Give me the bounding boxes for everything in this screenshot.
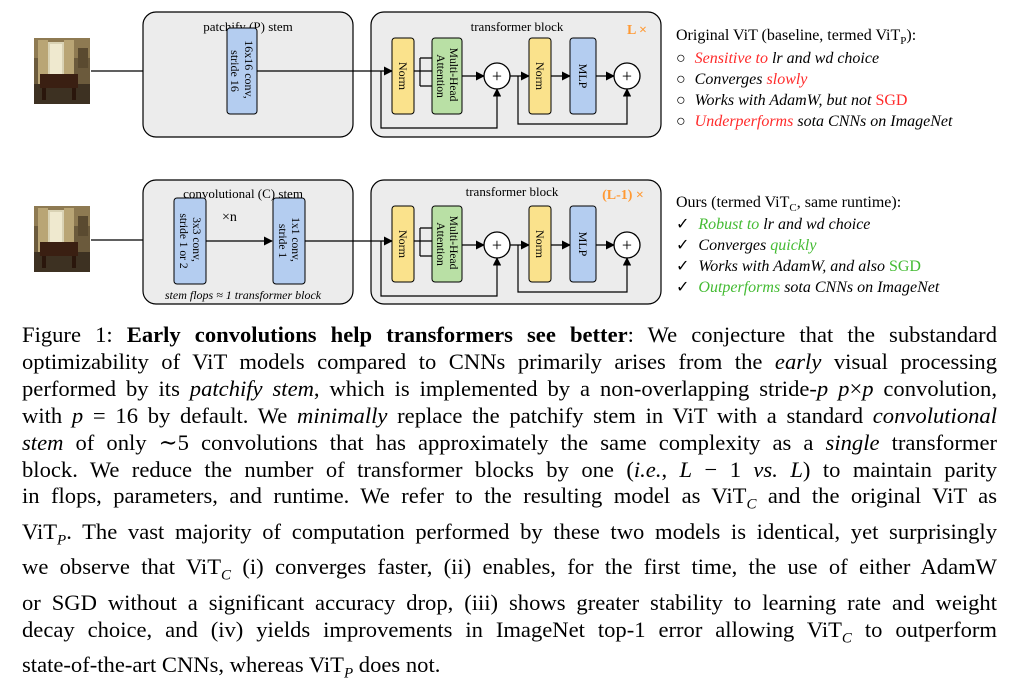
repeat-count-label: (L-1) × [602,188,644,203]
baseline-item-1: ○Sensitive to lr and wd choice [676,50,879,67]
caption-line: block. We reduce the number of transform… [22,456,997,482]
caption-bold-title: Early convolutions help transformers see… [126,322,628,347]
svg-text:+: + [492,235,502,255]
figure-caption: Figure 1: Early convolutions help transf… [22,322,997,687]
stem-flops-note: stem flops ≈ 1 transformer block [165,288,322,302]
norm-block-2 [528,205,552,283]
caption-line: stem of only ∼5 convolutions that has ap… [22,429,997,455]
ours-item-3: ✓Works with AdamW, and also SGD [676,258,921,275]
conv-stem-title: convolutional (C) stem [183,186,303,201]
svg-text:+: + [622,235,632,255]
mhsa-block [431,205,463,283]
patchify-conv-label: 16x16 conv, stride 16 [228,40,256,102]
conv3x3-label: 3x3 conv, stride 1 or 2 [177,213,202,269]
top-row: patchify (P) stem 16x16 conv, stride 16 … [34,11,953,138]
caption-label: Figure 1: [22,322,127,347]
architecture-figure: patchify (P) stem 16x16 conv, stride 16 … [34,11,953,305]
caption-line: we observe that ViTC (i) converges faste… [22,554,998,584]
caption-line: or SGD without a significant accuracy dr… [22,589,997,615]
caption-line: optimizability of ViT models compared to… [22,348,997,374]
caption-line: with p = 16 by default. We minimally rep… [22,402,997,428]
caption-line: Figure 1: Early convolutions help transf… [22,322,997,347]
repeat-count-label: L × [627,23,647,38]
input-image [34,38,90,104]
bottom-row: convolutional (C) stem 3x3 conv, stride … [34,179,940,305]
baseline-item-2: ○Converges slowly [676,71,808,88]
caption-line: state-of-the-art CNNs, whereas ViTP does… [22,652,441,682]
mlp-block [569,205,597,283]
mhsa-label: Multi-Head Attention [434,216,459,273]
norm-block-1 [391,205,415,283]
caption-line: performed by its patchify stem, which is… [22,375,997,401]
caption-line: ViTP. The vast majority of computation p… [22,518,997,549]
norm-label-1: Norm [396,62,410,91]
mlp-label: MLP [576,232,590,257]
conv1x1-label: 1x1 conv, stride 1 [276,217,301,264]
baseline-legend-title: Original ViT (baseline, termed ViTP): [676,27,916,47]
mhsa-label: Multi-Head Attention [434,48,459,105]
caption-line: in flops, parameters, and runtime. We re… [22,483,997,513]
repeat-n-label: ×n [222,210,237,225]
ours-item-1: ✓Robust to lr and wd choice [676,216,870,233]
mlp-label: MLP [576,64,590,89]
baseline-legend: Original ViT (baseline, termed ViTP): ○S… [676,27,953,130]
caption-line: decay choice, and (iv) yields improvemen… [22,616,997,647]
ours-item-4: ✓Outperforms sota CNNs on ImageNet [676,279,940,296]
transformer-block-title: transformer block [466,184,559,199]
baseline-item-3: ○Works with AdamW, but not SGD [676,92,907,109]
svg-text:+: + [622,66,632,86]
ours-item-2: ✓Converges quickly [676,237,817,254]
transformer-block-title: transformer block [471,19,564,34]
norm-label-1: Norm [396,230,410,259]
norm-label-2: Norm [533,62,547,91]
baseline-item-4: ○Underperforms sota CNNs on ImageNet [676,113,953,130]
norm-block-1 [391,37,415,115]
input-image [34,206,90,272]
ours-legend-title: Ours (termed ViTC, same runtime): [676,194,901,214]
svg-text:+: + [492,66,502,86]
patchify-stem-title: patchify (P) stem [203,19,293,34]
ours-legend: Ours (termed ViTC, same runtime): ✓Robus… [676,194,940,296]
norm-label-2: Norm [533,230,547,259]
